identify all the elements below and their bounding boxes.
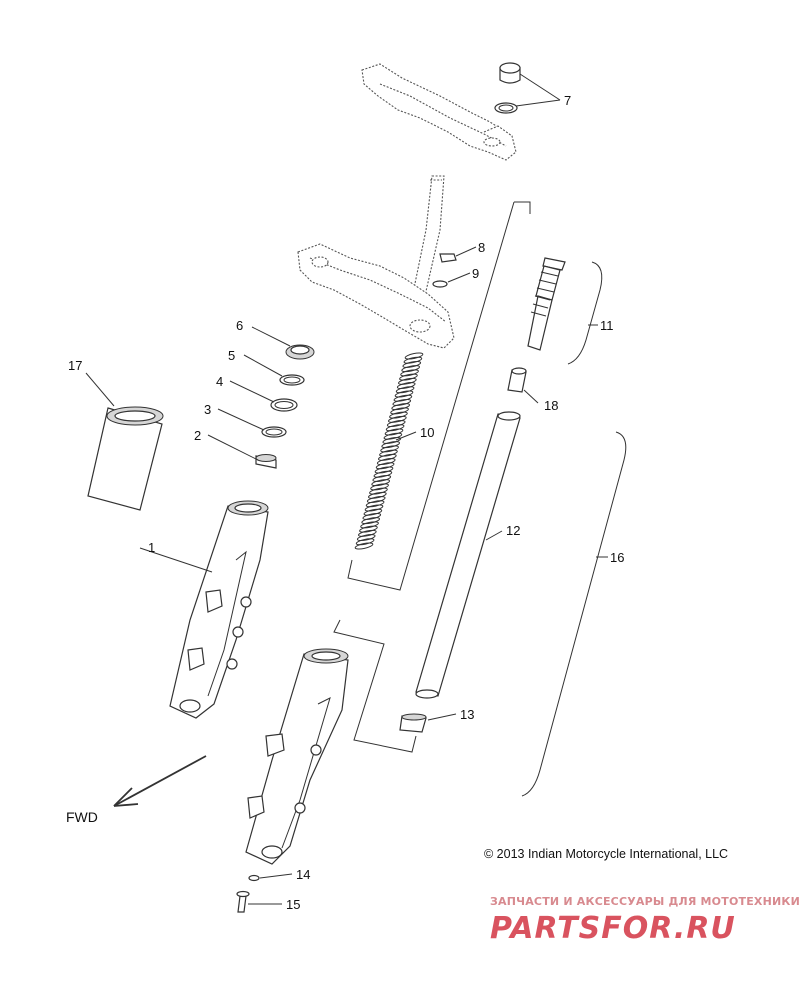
spring-coil (383, 432, 403, 440)
callout-17: 17 (68, 358, 82, 373)
spring-coil (389, 411, 408, 419)
spring-coil (381, 441, 400, 449)
callout-labels: 1 2 3 4 5 6 7 8 9 10 11 12 13 14 15 16 1… (68, 93, 624, 912)
part-14-washer (248, 874, 260, 882)
part-13-plug (399, 713, 427, 733)
spring-coil (372, 474, 392, 482)
spring-coil (362, 512, 382, 520)
part-3-washer (261, 426, 287, 438)
watermark-tagline: ЗАПЧАСТИ И АКСЕССУАРЫ ДЛЯ МОТОТЕХНИКИ (490, 895, 800, 908)
spring-coil (385, 424, 405, 432)
spring-coil (374, 466, 394, 474)
spring-coil (386, 420, 406, 428)
spring-coil (376, 458, 396, 466)
callout-15: 15 (286, 897, 300, 912)
part-12-inner-tube (415, 411, 521, 699)
spring-coil (363, 508, 383, 516)
copyright-text: © 2013 Indian Motorcycle International, … (484, 847, 728, 861)
spring-coil (379, 449, 398, 457)
part-11-cartridge (527, 257, 566, 351)
spring-coil (404, 352, 424, 360)
part-10-fork-spring (354, 352, 424, 550)
part-9-washer (432, 280, 448, 288)
spring-coil (358, 529, 377, 537)
part-4-oil-seal (270, 398, 298, 412)
spring-coil (392, 398, 412, 406)
callout-8: 8 (478, 240, 485, 255)
callout-12: 12 (506, 523, 520, 538)
fork-slider-right (245, 648, 349, 865)
callout-7: 7 (564, 93, 571, 108)
spring-coil (398, 377, 417, 385)
watermark-logo-text: PARTSFOR.RU (490, 911, 736, 946)
spring-coil (373, 470, 393, 478)
spring-coil (354, 542, 374, 550)
assembly-outline-lower (333, 619, 417, 753)
spring-coil (369, 487, 388, 495)
part-8-nut (439, 253, 457, 263)
lower-triple-clamp (297, 243, 455, 349)
spring-coil (401, 365, 420, 373)
spring-coil (388, 415, 407, 423)
callout-3: 3 (204, 402, 211, 417)
callout-13: 13 (460, 707, 474, 722)
callout-18: 18 (544, 398, 558, 413)
spring-coil (393, 394, 413, 402)
spring-coil (394, 390, 414, 398)
callout-10: 10 (420, 425, 434, 440)
spring-coil (364, 504, 384, 512)
spring-coil (370, 483, 389, 491)
callout-4: 4 (216, 374, 223, 389)
part-2-guide-bushing (255, 454, 277, 469)
part-7-bushing (494, 62, 521, 114)
callout-16: 16 (610, 550, 624, 565)
assembly-outline-upper (347, 201, 531, 591)
spring-coil (360, 521, 379, 529)
spring-coil (378, 453, 397, 461)
bracket-11 (567, 261, 603, 365)
callout-9: 9 (472, 266, 479, 281)
part-18-bushing (507, 367, 527, 393)
callout-6: 6 (236, 318, 243, 333)
spring-coil (368, 491, 387, 499)
spring-coil (390, 407, 409, 415)
spring-coil (384, 428, 404, 436)
spring-coil (402, 360, 422, 368)
watermark-logo: ЗАПЧАСТИ И АКСЕССУАРЫ ДЛЯ МОТОТЕХНИКИ PA… (490, 895, 800, 946)
callout-14: 14 (296, 867, 310, 882)
spring-coil (400, 369, 419, 377)
spring-coil (399, 373, 418, 381)
part-17-fork-cover (87, 406, 164, 511)
spring-coil (359, 525, 378, 533)
part-15-bolt (236, 890, 250, 913)
spring-coil (395, 386, 415, 394)
callout-11: 11 (600, 318, 614, 333)
fwd-arrow-icon (113, 755, 207, 807)
spring-coil (380, 445, 399, 453)
spring-coil (391, 403, 410, 411)
spring-coil (361, 517, 380, 525)
part-5-clip (279, 374, 305, 386)
spring-coil (366, 496, 386, 504)
leader-lines (85, 73, 608, 905)
spring-coil (375, 462, 395, 470)
callout-2: 2 (194, 428, 201, 443)
spring-coil (396, 382, 416, 390)
spring-coil (355, 538, 375, 546)
upper-triple-clamp (361, 63, 517, 161)
spring-coil (365, 500, 385, 508)
bracket-16 (521, 431, 627, 797)
callout-5: 5 (228, 348, 235, 363)
spring-coil (371, 479, 390, 487)
spring-coil (403, 356, 423, 364)
direction-label: FWD (66, 809, 98, 825)
part-6-dust-seal (285, 344, 315, 360)
spring-coil (356, 534, 376, 542)
callout-1: 1 (148, 540, 155, 555)
part-1-fork-slider-left (169, 500, 269, 719)
